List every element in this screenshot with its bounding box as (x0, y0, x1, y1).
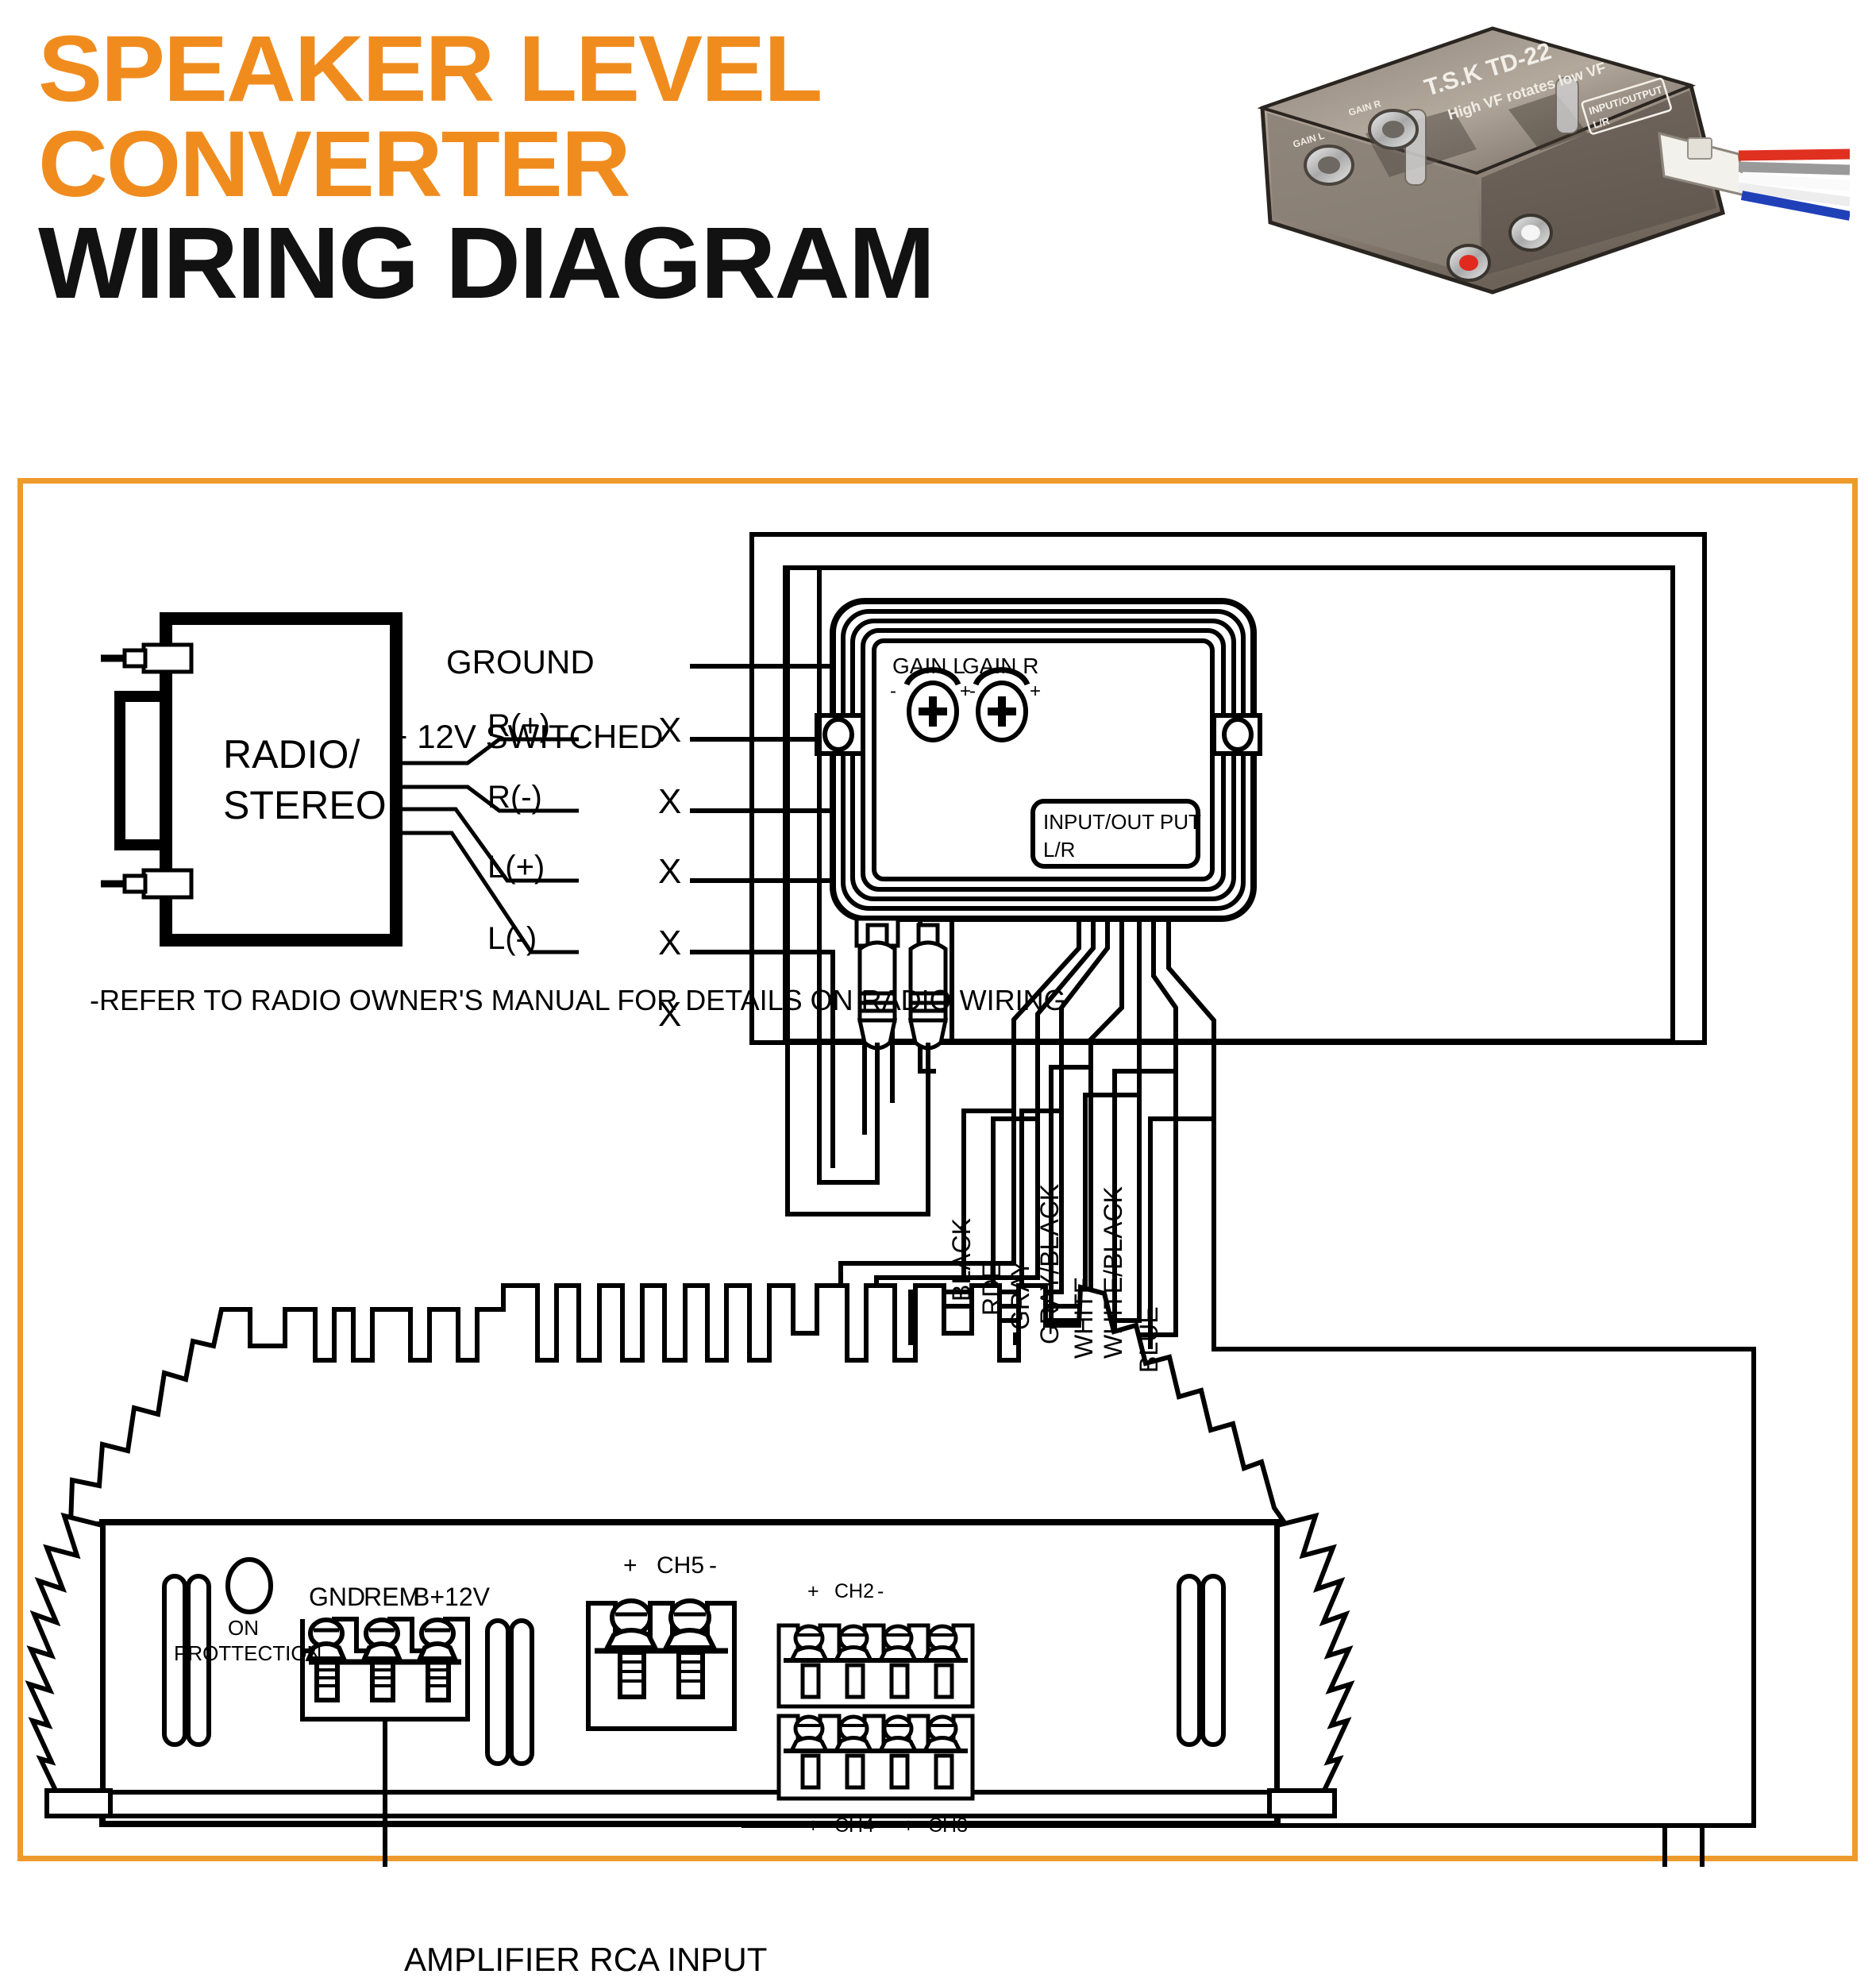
protection-led-indicator (225, 1557, 273, 1614)
gain-l-plus-label: + (960, 681, 972, 702)
converter-body-photo: T.S.K TD-22 High VF rotates low VF GAIN … (1257, 26, 1850, 295)
terminal-label-l-plus: L(+) (487, 850, 545, 885)
page-title-line-3: WIRING DIAGRAM (38, 206, 935, 320)
ch2-plus-label: + (807, 1580, 819, 1602)
converter-housing (815, 598, 1262, 922)
gain-r-minus-label: - (969, 681, 976, 702)
ch3-plus-label: + (903, 1814, 915, 1837)
terminal-label-ground: GROUND (446, 643, 595, 681)
protection-label-line-1: ON (228, 1616, 259, 1640)
terminal-marker-lminus: X (658, 995, 681, 1034)
wiring-diagram-svg: X X X X X (25, 532, 1756, 1867)
protection-label-line-2: PROTTECTION (174, 1641, 322, 1665)
terminal-label-12v-switched: + 12V SWITCHED (388, 718, 664, 755)
ch2-label: CH2 (834, 1580, 875, 1602)
ch5-label: CH5 (657, 1552, 705, 1579)
radio-rca-plug-top (101, 642, 194, 674)
wire-label-guides (961, 1065, 1214, 1349)
photo-rca-jacks (1446, 214, 1553, 282)
amplifier-rca-input-label: AMPLIFIER RCA INPUT (404, 1941, 768, 1978)
ch4-label: CH4 (834, 1814, 875, 1837)
photo-io-label-line2: L/R (1592, 114, 1612, 131)
ch3-minus-label: - (971, 1814, 978, 1837)
wire-label-white: WHITE (1069, 1276, 1098, 1359)
ch5-minus-label: - (709, 1552, 717, 1579)
rem-wire-path (383, 1719, 387, 1867)
terminal-label-r-minus: R(-) (487, 780, 542, 815)
ch5-terminal-block (586, 1598, 737, 1731)
amplifier-body (25, 1283, 1355, 1827)
radio-manual-note: -REFER TO RADIO OWNER'S MANUAL FOR DETAI… (90, 984, 1066, 1016)
terminal-label-r-plus: R(+) (487, 708, 550, 743)
wire-label-blue: BLUE (1134, 1306, 1163, 1373)
gain-l-control (903, 667, 961, 742)
terminal-marker-rminus: X (658, 852, 681, 891)
page-title-line-2: CONVERTER (38, 112, 631, 217)
terminal-marker-lplus: X (658, 923, 681, 962)
power-terminal-label-b12v: B+12V (413, 1583, 490, 1611)
power-terminal-label-gnd: GND (309, 1583, 366, 1611)
terminal-marker-12v: X (658, 711, 681, 750)
header-banner: SPEAKER LEVEL CONVERTER WIRING DIAGRAM (0, 0, 1876, 468)
radio-speaker-leads (396, 737, 579, 954)
diagram-frame: X X X X X RADIO/ STEREO GROUND + 12V SWI… (17, 478, 1858, 1976)
converter-io-label-line-2: L/R (1043, 838, 1076, 862)
gain-l-label: GAIN L (892, 654, 965, 678)
radio-rca-plug-bottom (101, 868, 194, 900)
page-title-line-1: SPEAKER LEVEL (38, 17, 822, 121)
ch5-plus-label: + (623, 1552, 638, 1579)
product-photo: T.S.K TD-22 High VF rotates low VF GAIN … (1215, 14, 1850, 308)
converter-rca-outputs (785, 566, 949, 1216)
ch4-plus-label: + (807, 1814, 819, 1837)
wire-label-gray-black: GRAY/BLACK (1035, 1183, 1064, 1344)
power-terminal-label-rem: REM (364, 1583, 421, 1611)
ch4-minus-label: - (877, 1814, 884, 1837)
amplifier-vent-slots (162, 1574, 1226, 1766)
gain-r-plus-label: + (1030, 681, 1042, 702)
photo-wire-harness (1658, 131, 1850, 221)
ch3-label: CH3 (928, 1814, 969, 1837)
amplifier-rca-plugs (1662, 1826, 1705, 1867)
speaker-terminal-block (776, 1623, 975, 1801)
terminal-marker-rplus: X (658, 782, 681, 821)
converter-io-label-line-1: INPUT/OUT PUT (1043, 810, 1201, 834)
radio-stereo-box (101, 612, 403, 947)
wiring-diagram: X X X X X RADIO/ STEREO GROUND + 12V SWI… (23, 484, 1863, 1976)
gain-r-label: GAIN R (962, 654, 1039, 678)
radio-label-line-2: STEREO (223, 783, 387, 827)
power-terminal-block (300, 1617, 470, 1722)
gain-l-minus-label: - (890, 681, 896, 702)
wire-label-gray: GRAY (1006, 1259, 1034, 1330)
terminal-label-l-minus: L(-) (487, 921, 537, 956)
ch2-minus-label: - (877, 1580, 884, 1602)
wire-label-rde: RDE (977, 1262, 1006, 1316)
radio-label-line-1: RADIO/ (223, 732, 360, 777)
wire-label-white-black: WHITE/BLACK (1099, 1186, 1127, 1359)
wire-label-black: BLACK (947, 1218, 976, 1301)
gain-r-control (973, 667, 1030, 742)
converter-io-label-box (1030, 799, 1200, 869)
